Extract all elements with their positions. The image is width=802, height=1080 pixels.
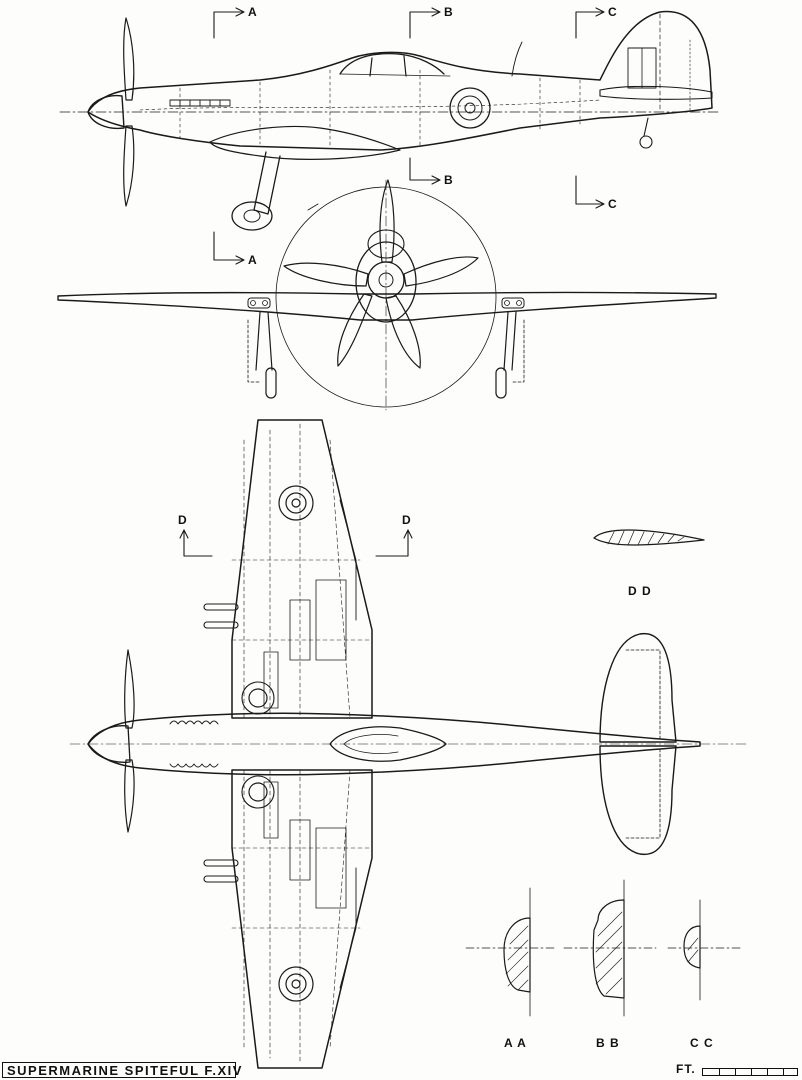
section-marker-a-top: A <box>248 5 258 19</box>
side-elevation <box>59 10 721 231</box>
section-caption-bb: B B <box>596 1036 620 1050</box>
scale-bar <box>702 1068 798 1076</box>
wing-section-dd <box>593 529 705 546</box>
drawing-title: SUPERMARINE SPITEFUL F.XIV <box>2 1062 241 1078</box>
section-cut-marks-plan <box>179 529 413 557</box>
front-elevation <box>57 179 717 411</box>
section-marker-d-right: D <box>402 513 412 527</box>
section-marker-c-top: C <box>608 5 618 19</box>
section-marker-d-left: D <box>178 513 188 527</box>
fuselage-sections <box>465 879 741 1017</box>
section-cut-marks-side <box>213 7 605 265</box>
section-marker-b-top: B <box>444 5 454 19</box>
section-marker-a-bottom: A <box>248 253 258 267</box>
section-caption-aa: A A <box>504 1036 527 1050</box>
section-marker-b-bottom: B <box>444 173 454 187</box>
section-marker-c-bottom: C <box>608 197 618 211</box>
scale-label: FT. <box>676 1062 696 1076</box>
section-caption-cc: C C <box>690 1036 714 1050</box>
plan-view <box>69 419 749 1069</box>
section-caption-dd: D D <box>628 584 652 598</box>
